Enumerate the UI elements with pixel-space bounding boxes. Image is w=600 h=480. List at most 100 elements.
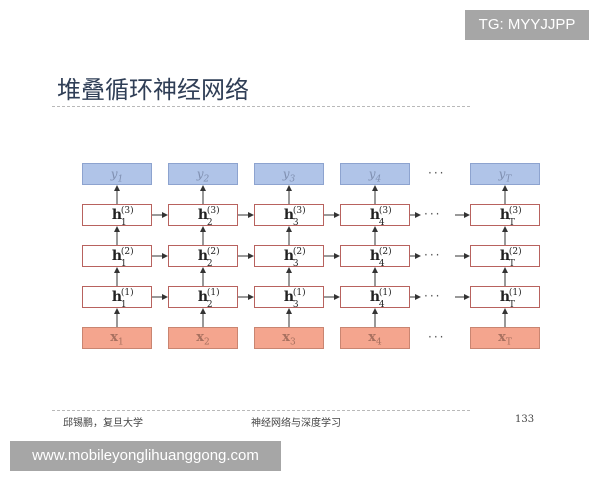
output-subscript: T [505, 174, 512, 185]
output-subscript: 1 [117, 174, 124, 185]
output-label: y [368, 167, 376, 181]
hidden-h2-3: h(2) 3 [254, 245, 324, 269]
hidden-label: h [283, 289, 295, 305]
input-subscript: T [505, 337, 512, 348]
hidden-h2-4: h(2) 4 [340, 245, 410, 269]
ellipsis-h3: ··· [424, 207, 442, 221]
layer-superscript: (3) [292, 206, 306, 216]
hidden-h3-2: h(3) 2 [168, 204, 238, 228]
input-subscript: 2 [204, 337, 210, 348]
input-x4: x4 [340, 327, 410, 349]
input-subscript: 1 [118, 337, 124, 348]
layer-superscript: (1) [120, 288, 134, 298]
hidden-label: h [369, 289, 381, 305]
watermark-bottom: www.mobileyonglihuanggong.com [10, 441, 281, 471]
hidden-h1-4: h(1) 4 [340, 286, 410, 310]
output-subscript: 3 [289, 174, 296, 185]
time-subscript: 1 [120, 259, 127, 269]
output-label: y [282, 167, 290, 181]
time-subscript: 1 [120, 218, 127, 228]
hidden-label: h [111, 248, 123, 264]
time-subscript: T [508, 218, 515, 228]
slide-title: 堆叠循环神经网络 [57, 76, 249, 104]
layer-superscript: (2) [206, 247, 220, 257]
footer-book-title: 神经网络与深度学习 [251, 418, 341, 429]
watermark-top: TG: MYYJJPP [465, 10, 589, 40]
layer-superscript: (3) [378, 206, 392, 216]
output-y4: y4 [340, 163, 410, 185]
hidden-label: h [197, 289, 209, 305]
layer-superscript: (1) [292, 288, 306, 298]
time-subscript: 2 [206, 300, 213, 310]
time-subscript: 3 [292, 300, 299, 310]
input-x1: x1 [82, 327, 152, 349]
output-yT: yT [470, 163, 540, 185]
time-subscript: 3 [292, 259, 299, 269]
layer-superscript: (3) [206, 206, 220, 216]
layer-superscript: (2) [120, 247, 134, 257]
time-subscript: 2 [206, 259, 213, 269]
layer-superscript: (1) [378, 288, 392, 298]
time-subscript: 4 [378, 218, 385, 228]
layer-superscript: (2) [378, 247, 392, 257]
ellipsis-h1: ··· [424, 289, 442, 303]
hidden-h2-2: h(2) 2 [168, 245, 238, 269]
input-x3: x3 [254, 327, 324, 349]
layer-superscript: (2) [292, 247, 306, 257]
time-subscript: 3 [292, 218, 299, 228]
layer-superscript: (1) [508, 288, 522, 298]
layer-superscript: (3) [120, 206, 134, 216]
ellipsis-input: ··· [428, 330, 446, 344]
hidden-h1-2: h(1) 2 [168, 286, 238, 310]
hidden-label: h [283, 207, 295, 223]
input-x2: x2 [168, 327, 238, 349]
input-label: x [498, 330, 506, 345]
hidden-label: h [283, 248, 295, 264]
hidden-h3-4: h(3) 4 [340, 204, 410, 228]
input-label: x [196, 330, 205, 345]
hidden-label: h [111, 207, 123, 223]
hidden-label: h [197, 207, 209, 223]
input-subscript: 4 [376, 337, 382, 348]
hidden-h2-1: h(2) 1 [82, 245, 152, 269]
output-y1: y1 [82, 163, 152, 185]
footer-page-number: 133 [515, 414, 535, 425]
hidden-h1-1: h(1) 1 [82, 286, 152, 310]
output-y3: y3 [254, 163, 324, 185]
time-subscript: 2 [206, 218, 213, 228]
hidden-label: h [369, 207, 381, 223]
ellipsis-h2: ··· [424, 248, 442, 262]
hidden-h1-3: h(1) 3 [254, 286, 324, 310]
layer-superscript: (2) [508, 247, 522, 257]
output-subscript: 2 [203, 174, 210, 185]
hidden-h1-T: h(1) T [470, 286, 540, 310]
time-subscript: 4 [378, 300, 385, 310]
footer-author: 邱锡鹏，复旦大学 [63, 418, 143, 429]
footer-divider [52, 410, 470, 411]
output-label: y [196, 167, 204, 181]
hidden-label: h [499, 289, 511, 305]
layer-superscript: (3) [508, 206, 522, 216]
hidden-label: h [197, 248, 209, 264]
time-subscript: T [508, 300, 515, 310]
hidden-label: h [369, 248, 381, 264]
hidden-label: h [499, 207, 511, 223]
output-y2: y2 [168, 163, 238, 185]
input-label: x [368, 330, 377, 345]
hidden-label: h [111, 289, 123, 305]
hidden-h2-T: h(2)T [470, 245, 540, 269]
input-xT: xT [470, 327, 540, 349]
output-subscript: 4 [375, 174, 382, 185]
input-subscript: 3 [290, 337, 296, 348]
time-subscript: 1 [120, 300, 127, 310]
input-label: x [282, 330, 291, 345]
hidden-h3-3: h(3) 3 [254, 204, 324, 228]
time-subscript: 4 [378, 259, 385, 269]
output-label: y [110, 167, 118, 181]
hidden-label: h [499, 248, 511, 264]
title-divider [52, 106, 470, 107]
input-label: x [110, 330, 119, 345]
layer-superscript: (1) [206, 288, 220, 298]
output-label: y [498, 167, 506, 181]
